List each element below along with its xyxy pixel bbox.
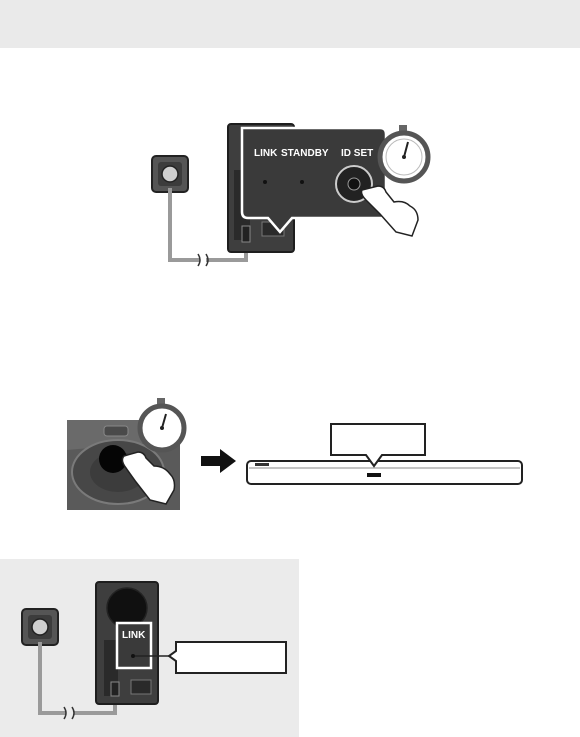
link-panel-callout: LINK <box>115 621 176 670</box>
stopwatch-icon <box>137 398 187 453</box>
soundbar-icon <box>246 460 523 485</box>
wall-socket-icon <box>151 155 189 193</box>
hand-pointer-icon <box>121 451 176 505</box>
wall-socket-icon <box>21 608 59 646</box>
standby-label: STANDBY <box>281 148 329 159</box>
cable-break-mark <box>197 253 209 267</box>
display-callout <box>330 423 426 468</box>
link-indicator <box>263 180 267 184</box>
soundbar-display <box>367 473 381 477</box>
arrow-right-icon <box>201 449 236 473</box>
control-panel-callout: LINK STANDBY ID SET <box>240 126 388 234</box>
link-indicator <box>131 654 135 658</box>
link-label: LINK <box>254 148 278 159</box>
figure-link: LINK <box>21 581 287 720</box>
stopwatch-icon <box>377 125 431 184</box>
id-set-label: ID SET <box>341 148 373 159</box>
figure-remote-and-soundbar <box>67 398 523 510</box>
standby-indicator <box>300 180 304 184</box>
link-callout-bubble <box>167 641 287 674</box>
cable-break-mark <box>63 706 75 720</box>
figure-id-set: LINK STANDBY ID SET <box>151 123 431 267</box>
top-band <box>0 0 580 48</box>
link-label: LINK <box>122 630 146 641</box>
hand-pointer-icon <box>360 185 419 237</box>
